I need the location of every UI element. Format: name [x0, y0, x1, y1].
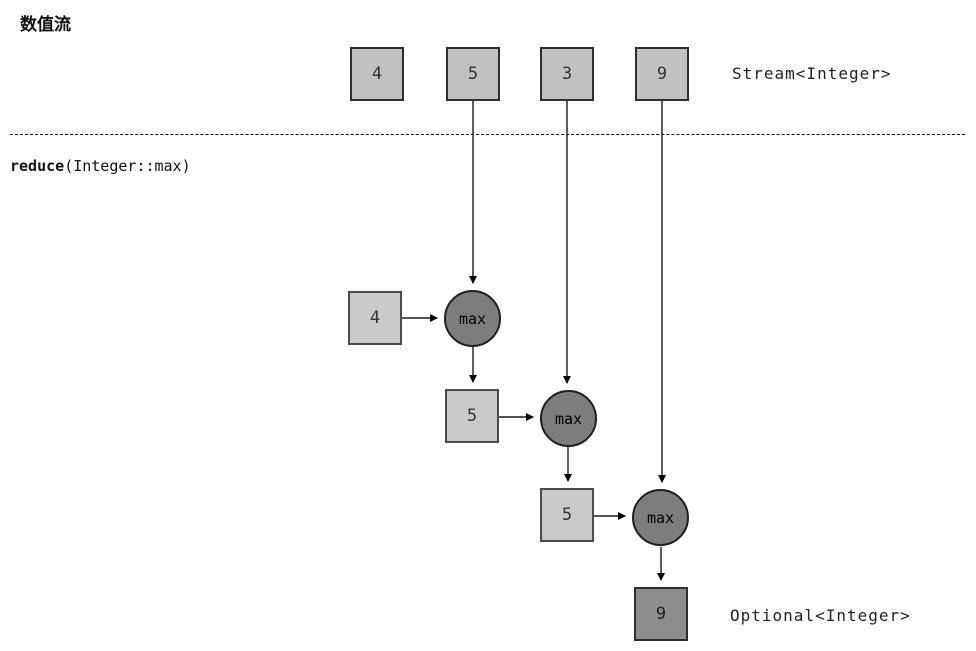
final-result-box: 9 [634, 587, 688, 641]
reduce-fn-name: reduce [10, 157, 65, 175]
reduce-operand-2-value: 5 [466, 406, 478, 426]
page-title: 数值流 [20, 15, 71, 34]
max-op-2-label: max [554, 409, 583, 428]
stream-box-5: 5 [446, 47, 500, 101]
max-op-circle-2: max [540, 390, 597, 447]
stream-box-3: 3 [540, 47, 594, 101]
reduce-fn-args: (Integer::max) [64, 157, 191, 175]
final-result-value: 9 [655, 604, 667, 624]
max-op-circle-3: max [632, 489, 689, 546]
stream-box-4: 4 [350, 47, 404, 101]
max-op-3-label: max [646, 508, 675, 527]
reduce-operand-box-1: 4 [348, 291, 402, 345]
stream-box-4-value: 4 [371, 64, 383, 84]
reduce-operand-1-value: 4 [369, 308, 381, 328]
max-op-circle-1: max [444, 290, 501, 347]
reduce-operand-3-value: 5 [561, 505, 573, 525]
stream-box-9: 9 [635, 47, 689, 101]
reduce-operand-box-3: 5 [540, 488, 594, 542]
reduce-operation-label: reduce(Integer::max) [10, 157, 191, 175]
optional-type-label: Optional<Integer> [730, 606, 911, 625]
stream-box-3-value: 3 [561, 64, 573, 84]
stream-box-5-value: 5 [467, 64, 479, 84]
max-op-1-label: max [458, 309, 487, 328]
reduce-operand-box-2: 5 [445, 389, 499, 443]
stream-box-9-value: 9 [656, 64, 668, 84]
stream-type-label: Stream<Integer> [732, 64, 892, 83]
dashed-divider [10, 134, 965, 135]
